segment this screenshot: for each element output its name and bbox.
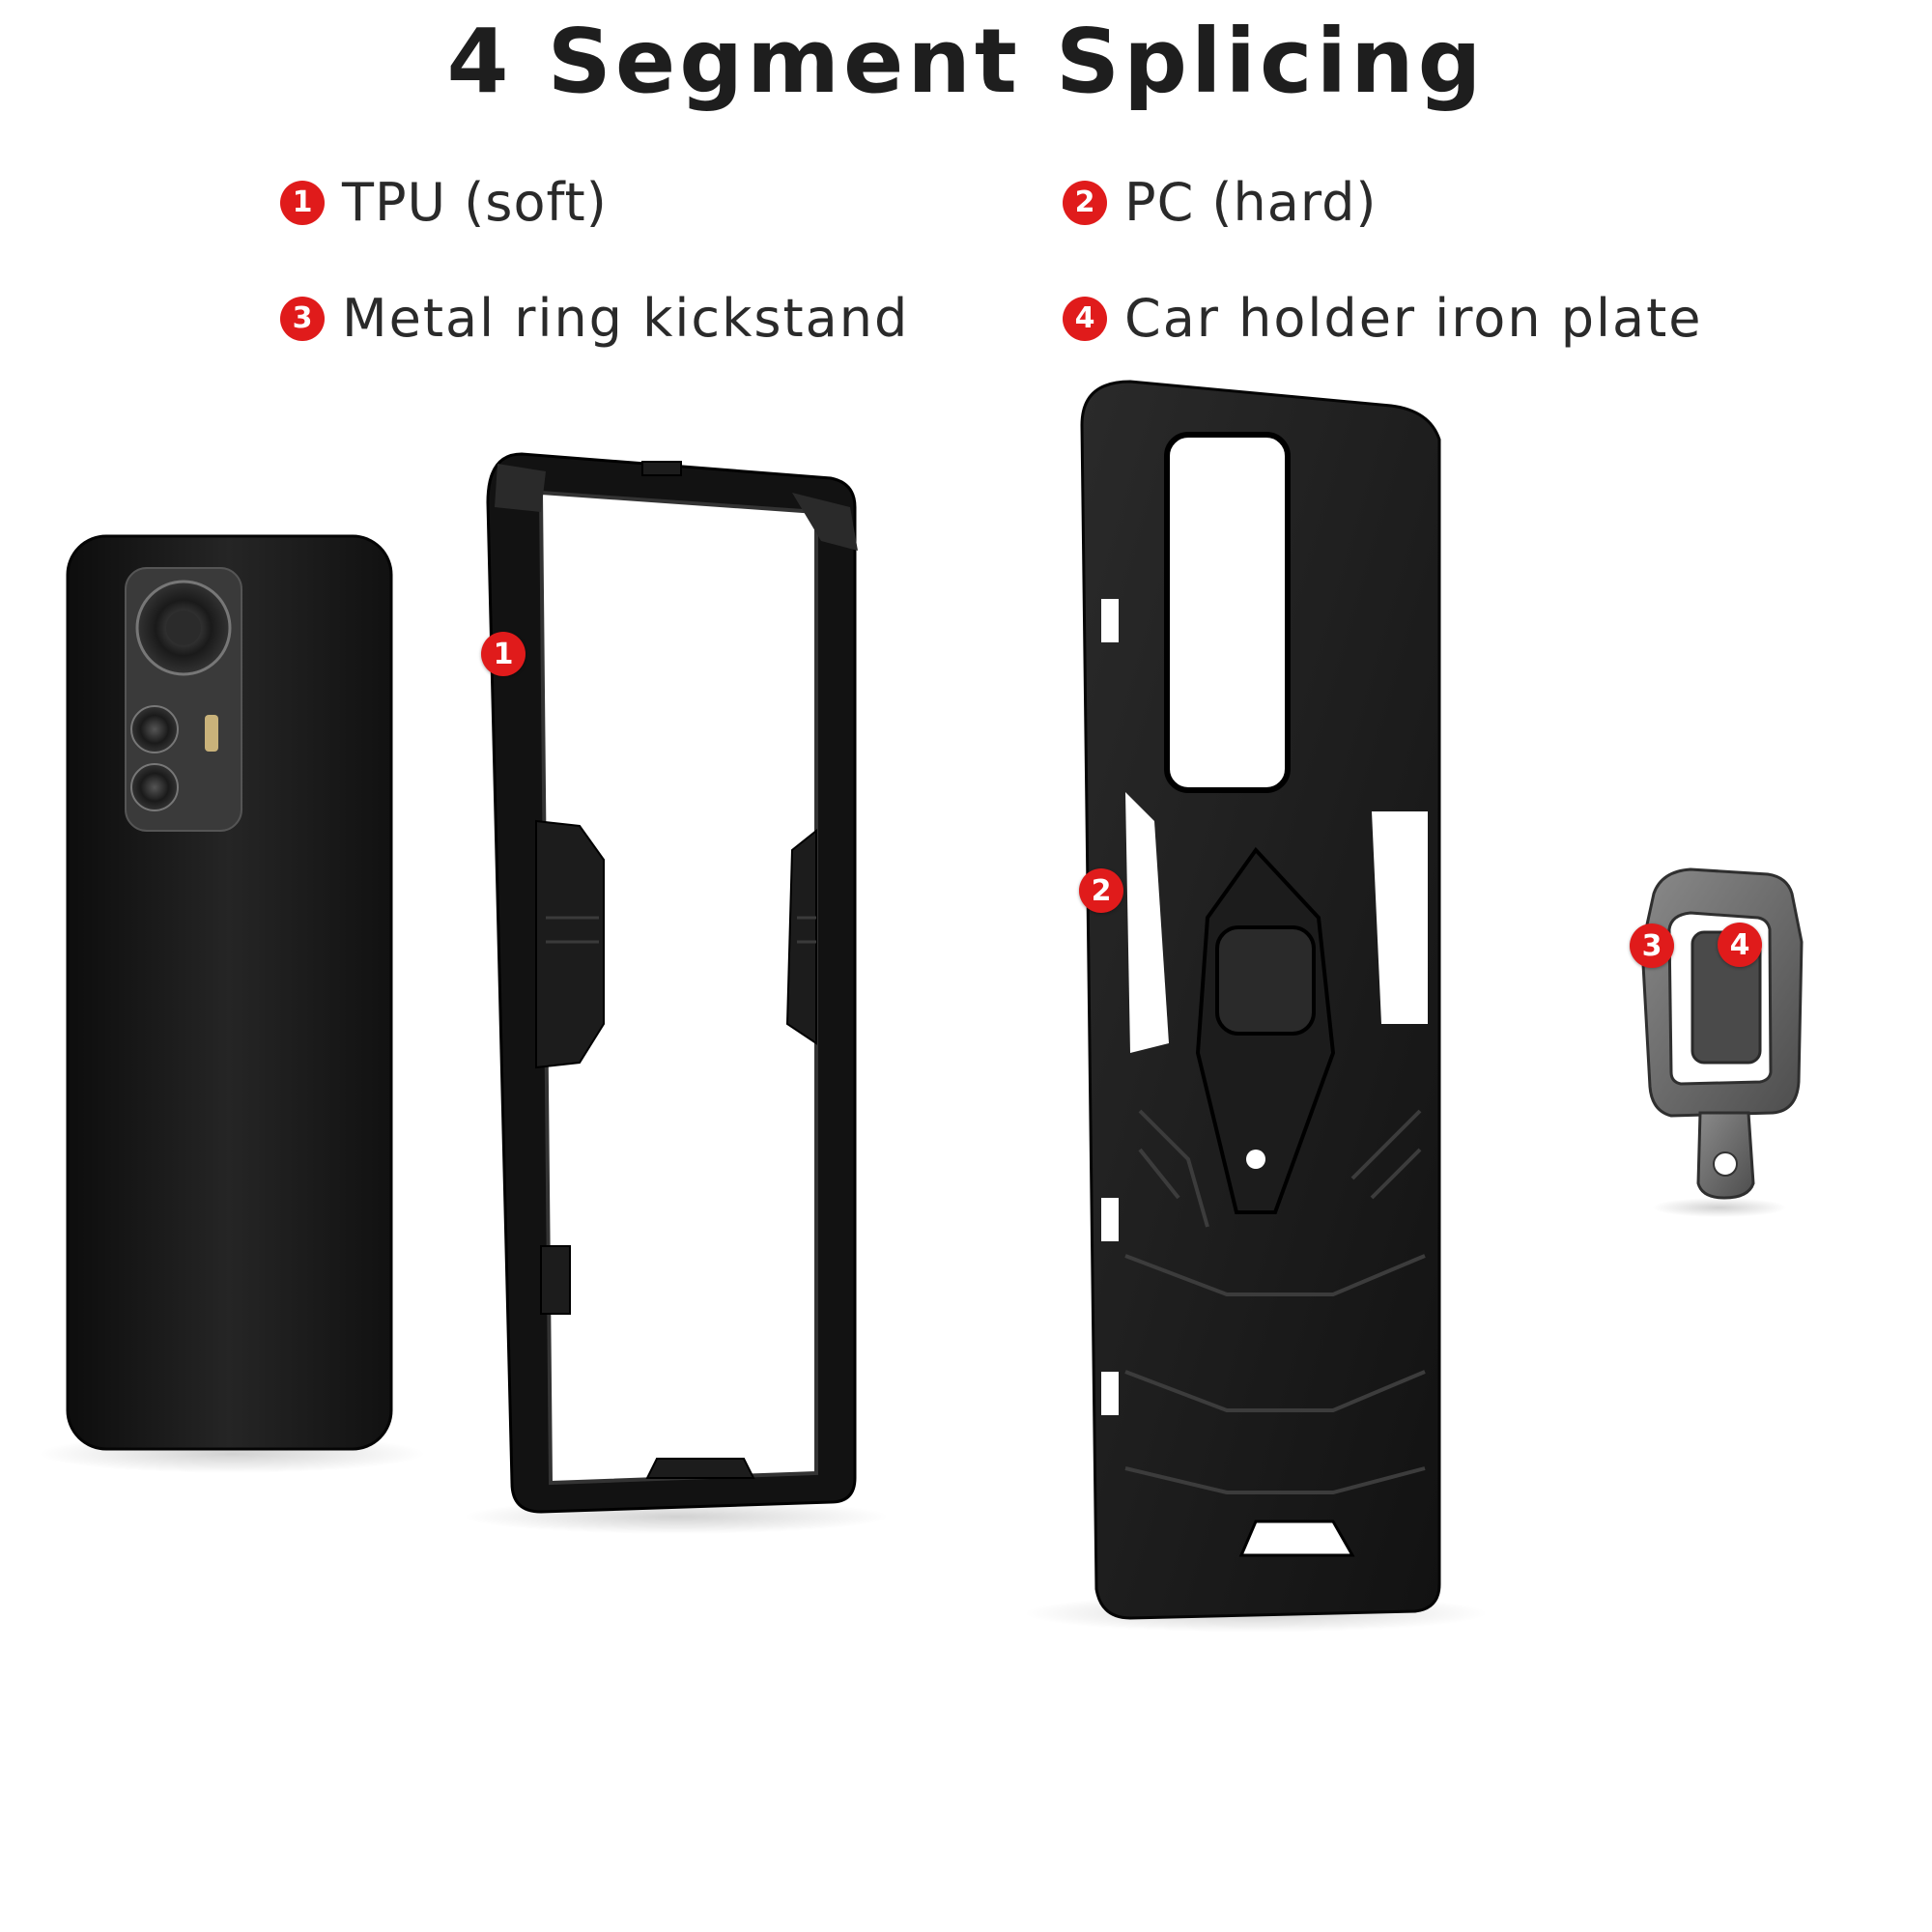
tpu-frame	[464, 452, 889, 1534]
legend-item-tpu: 1 TPU (soft)	[280, 172, 608, 233]
phone-back	[39, 534, 425, 1473]
legend-number-badge: 2	[1063, 180, 1107, 225]
legend-item-iron-plate: 4 Car holder iron plate	[1063, 288, 1703, 349]
legend-label: TPU (soft)	[342, 172, 608, 233]
camera-module	[125, 567, 242, 832]
pc-shell	[1024, 380, 1488, 1633]
legend-label: Car holder iron plate	[1124, 288, 1703, 349]
page-title: 4 Segment Splicing	[446, 10, 1486, 113]
marker-tpu-frame: 1	[481, 632, 526, 676]
camera-cutout	[1164, 432, 1291, 793]
lens-icon	[130, 705, 179, 753]
legend-number-badge: 3	[280, 296, 325, 341]
marker-pc-shell: 2	[1079, 868, 1123, 913]
marker-iron-plate: 4	[1718, 923, 1762, 967]
flash-icon	[205, 715, 218, 752]
legend-label: PC (hard)	[1124, 172, 1378, 233]
legend-item-metal-ring: 3 Metal ring kickstand	[280, 288, 909, 349]
metal-ring-kickstand	[1640, 867, 1804, 1217]
lens-icon	[130, 763, 179, 811]
legend-number-badge: 4	[1063, 296, 1107, 341]
legend-item-pc: 2 PC (hard)	[1063, 172, 1377, 233]
legend-number-badge: 1	[280, 180, 325, 225]
legend-label: Metal ring kickstand	[342, 288, 910, 349]
marker-metal-ring: 3	[1630, 923, 1674, 968]
